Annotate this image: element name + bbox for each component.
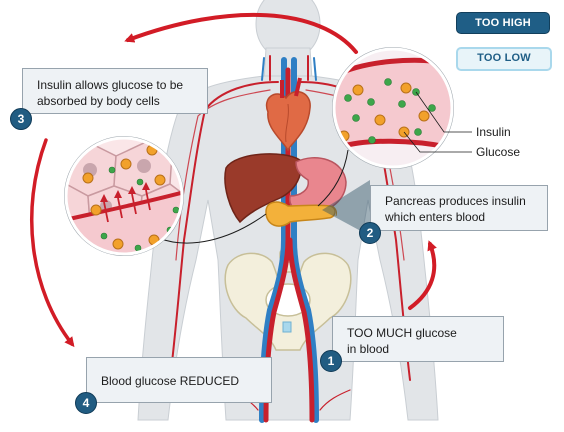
- callout-step-1: TOO MUCH glucose in blood: [332, 316, 504, 362]
- insulin-particles: [344, 78, 436, 144]
- blood-vessel-zoom: [332, 47, 454, 169]
- pancreas-highlight: [322, 180, 370, 236]
- insulin-label: Insulin: [476, 125, 511, 139]
- glucose-leader-line: [403, 131, 472, 153]
- step-1-badge: 1: [320, 350, 342, 372]
- step-1-text: TOO MUCH glucose in blood: [347, 326, 457, 356]
- bladder-mark: [282, 321, 292, 333]
- step-2-text: Pancreas produces insulin which enters b…: [385, 194, 526, 224]
- glucose-particles: [338, 82, 430, 142]
- glucose-label: Glucose: [476, 145, 521, 159]
- body-cells-zoom: [64, 136, 184, 256]
- step-4-badge: 4: [75, 392, 97, 414]
- too-low-button[interactable]: TOO LOW: [456, 47, 552, 71]
- zoom-pointer-left: [157, 213, 267, 244]
- pancreas-illustration: [265, 201, 337, 227]
- liver-illustration: [224, 153, 302, 224]
- step-2-badge: 2: [359, 222, 381, 244]
- callout-step-2: Pancreas produces insulin which enters b…: [370, 185, 548, 231]
- step-4-text: Blood glucose REDUCED: [101, 374, 240, 388]
- step-3-badge: 3: [10, 108, 32, 130]
- callout-step-3: Insulin allows glucose to be absorbed by…: [22, 68, 208, 114]
- too-high-button[interactable]: TOO HIGH: [456, 12, 550, 34]
- callout-step-4: Blood glucose REDUCED: [86, 357, 272, 403]
- step-3-text: Insulin allows glucose to be absorbed by…: [37, 78, 184, 108]
- heart-illustration: [265, 77, 311, 152]
- insulin-leader-line: [415, 91, 472, 133]
- cycle-arrows: [30, 12, 437, 348]
- zoom-pointer-right: [317, 149, 349, 207]
